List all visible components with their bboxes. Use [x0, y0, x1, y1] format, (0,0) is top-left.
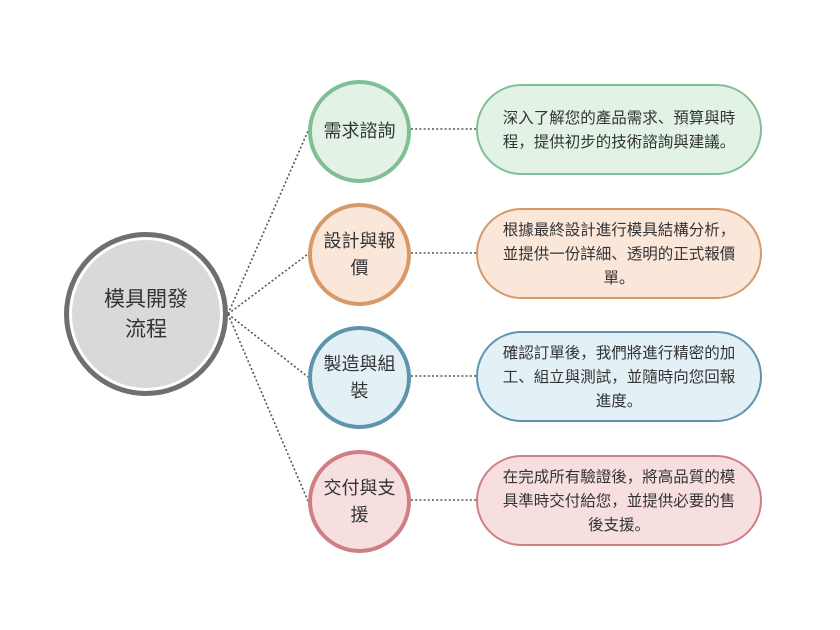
step-description-consultation: 深入了解您的產品需求、預算與時程，提供初步的技術諮詢與建議。 [476, 84, 762, 175]
step-label: 製造與組裝 [323, 353, 396, 402]
step-node-consultation: 需求諮詢 [308, 80, 411, 183]
step-description-text: 深入了解您的產品需求、預算與時程，提供初步的技術諮詢與建議。 [502, 108, 736, 151]
step-description-manufacturing: 確認訂單後，我們將進行精密的加工、組立與測試，並隨時向您回報進度。 [476, 331, 762, 422]
hub-label: 模具開發流程 [104, 287, 188, 341]
step-label: 設計與報價 [323, 230, 396, 279]
step-description-delivery-support: 在完成所有驗證後，將高品質的模具準時交付給您，並提供必要的售後支援。 [476, 455, 762, 546]
step-label: 交付與支援 [323, 477, 396, 526]
step-label: 需求諮詢 [323, 121, 396, 142]
step-description-text: 根據最終設計進行模具結構分析，並提供一份詳細、透明的正式報價單。 [502, 220, 736, 287]
step-description-design-quote: 根據最終設計進行模具結構分析，並提供一份詳細、透明的正式報價單。 [476, 208, 762, 299]
step-node-manufacturing: 製造與組裝 [308, 326, 411, 429]
connector-hub-to-step-2 [227, 253, 309, 315]
step-description-text: 在完成所有驗證後，將高品質的模具準時交付給您，並提供必要的售後支援。 [502, 467, 736, 534]
connector-hub-to-step-3 [227, 313, 309, 378]
step-node-design-quote: 設計與報價 [308, 203, 411, 306]
connector-hub-to-step-4 [227, 313, 309, 502]
hub-node: 模具開發流程 [64, 232, 228, 396]
connector-hub-to-step-1 [227, 130, 309, 315]
step-node-delivery-support: 交付與支援 [308, 450, 411, 553]
step-description-text: 確認訂單後，我們將進行精密的加工、組立與測試，並隨時向您回報進度。 [502, 343, 736, 410]
